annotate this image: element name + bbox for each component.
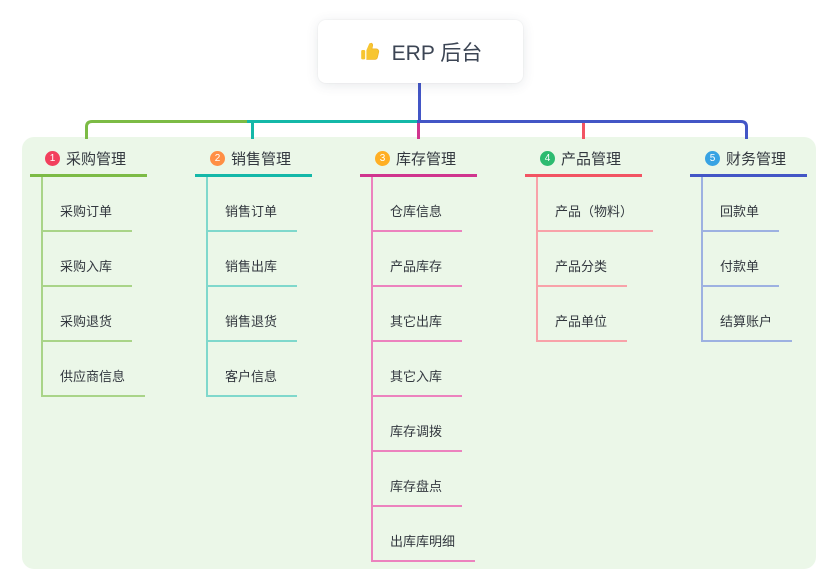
child-node[interactable]: 销售订单: [206, 177, 298, 232]
branch-product: 4 产品管理 产品（物料） 产品分类产品单位: [525, 137, 685, 342]
connector-lines: [85, 82, 748, 139]
branch-children: 回款单付款单结算账户: [701, 177, 839, 342]
branch-title: 采购管理: [66, 151, 127, 168]
child-node[interactable]: 库存调拨: [371, 397, 463, 452]
child-node[interactable]: 采购入库: [41, 232, 133, 287]
child-node[interactable]: 其它出库: [371, 287, 463, 342]
branch-header[interactable]: 1 采购管理: [30, 137, 147, 177]
branch-children: 采购订单采购入库采购退货供应商信息: [41, 177, 190, 397]
thumbs-up-icon: [359, 40, 383, 64]
child-node[interactable]: 采购订单: [41, 177, 133, 232]
child-node-label: 客户信息: [225, 369, 278, 384]
child-node[interactable]: 回款单: [701, 177, 780, 232]
child-node[interactable]: 仓库信息: [371, 177, 463, 232]
connector-branch-finance: [417, 120, 748, 139]
child-node-label: 库存盘点: [390, 479, 443, 494]
branch-number-badge: 5: [705, 151, 720, 166]
child-node[interactable]: 采购退货: [41, 287, 133, 342]
child-node-label: 仓库信息: [390, 204, 443, 219]
child-node-label: 供应商信息: [60, 369, 126, 384]
branch-number-badge: 1: [45, 151, 60, 166]
mindmap-canvas-background: [22, 137, 816, 569]
child-node-label: 销售订单: [225, 204, 278, 219]
child-node-label: 产品库存: [390, 259, 443, 274]
branch-header[interactable]: 3 库存管理: [360, 137, 477, 177]
child-node-label: 出库库明细: [390, 534, 456, 549]
child-node-label: 产品单位: [555, 314, 608, 329]
child-node-label: 销售退货: [225, 314, 278, 329]
child-node-label: 库存调拨: [390, 424, 443, 439]
child-node-label: 结算账户: [720, 314, 773, 329]
child-node[interactable]: 客户信息: [206, 342, 298, 397]
branch-purchase: 1 采购管理 采购订单采购入库采购退货供应商信息: [30, 137, 190, 397]
child-node-label: 销售出库: [225, 259, 278, 274]
child-node[interactable]: 出库库明细: [371, 507, 476, 562]
child-node-label: 其它入库: [390, 369, 443, 384]
branch-number-badge: 2: [210, 151, 225, 166]
branch-sales: 2 销售管理 销售订单销售出库销售退货客户信息: [195, 137, 355, 397]
branch-title: 产品管理: [561, 151, 622, 168]
child-node[interactable]: 付款单: [701, 232, 780, 287]
root-node-title: ERP 后台: [391, 41, 483, 65]
child-node-label: 其它出库: [390, 314, 443, 329]
branch-title: 财务管理: [726, 151, 787, 168]
branch-header[interactable]: 5 财务管理: [690, 137, 807, 177]
child-node-label: 付款单: [720, 259, 760, 274]
branch-header[interactable]: 2 销售管理: [195, 137, 312, 177]
branch-children: 仓库信息产品库存其它出库其它入库库存调拨库存盘点出库库明细: [371, 177, 520, 562]
child-node[interactable]: 销售退货: [206, 287, 298, 342]
child-node[interactable]: 产品单位: [536, 287, 628, 342]
child-node-label: 采购退货: [60, 314, 113, 329]
child-node[interactable]: 库存盘点: [371, 452, 463, 507]
child-node-label: 采购订单: [60, 204, 113, 219]
child-node[interactable]: 产品分类: [536, 232, 628, 287]
branch-inventory: 3 库存管理 仓库信息产品库存其它出库其它入库库存调拨库存盘点出库库明细: [360, 137, 520, 562]
branch-finance: 5 财务管理 回款单付款单结算账户: [690, 137, 839, 342]
child-node[interactable]: 产品库存: [371, 232, 463, 287]
branch-title: 销售管理: [231, 151, 292, 168]
child-node[interactable]: 产品（物料）: [536, 177, 654, 232]
child-node[interactable]: 销售出库: [206, 232, 298, 287]
branch-number-badge: 3: [375, 151, 390, 166]
branch-header[interactable]: 4 产品管理: [525, 137, 642, 177]
child-node[interactable]: 供应商信息: [41, 342, 146, 397]
root-node[interactable]: ERP 后台: [318, 20, 523, 83]
branch-children: 销售订单销售出库销售退货客户信息: [206, 177, 355, 397]
branch-number-badge: 4: [540, 151, 555, 166]
child-node-label: 产品（物料）: [555, 204, 634, 219]
connector-branch-sales: [247, 120, 418, 139]
child-node-label: 回款单: [720, 204, 760, 219]
child-node[interactable]: 结算账户: [701, 287, 793, 342]
child-node-label: 采购入库: [60, 259, 113, 274]
branch-children: 产品（物料） 产品分类产品单位: [536, 177, 685, 342]
connector-branch-purchase: [85, 120, 248, 139]
branch-title: 库存管理: [396, 151, 457, 168]
child-node[interactable]: 其它入库: [371, 342, 463, 397]
child-node-label: 产品分类: [555, 259, 608, 274]
